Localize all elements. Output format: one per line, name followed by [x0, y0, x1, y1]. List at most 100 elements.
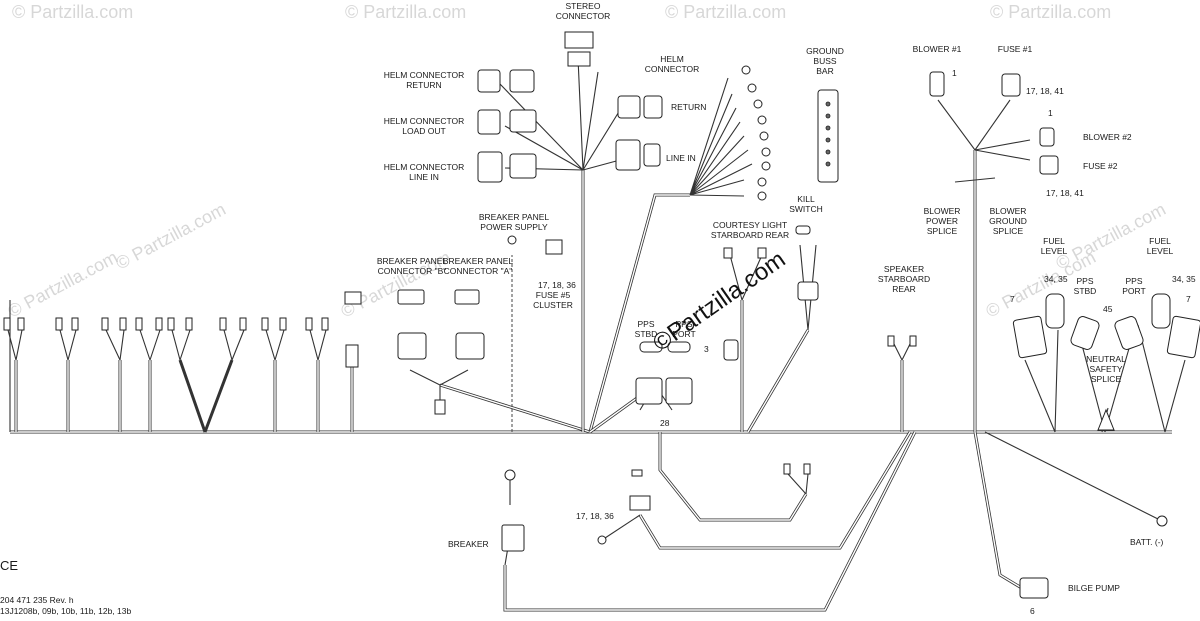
ground-buss-label-2: BUSS [813, 56, 836, 66]
return-label: RETURN [671, 102, 706, 112]
watermark-text: © Partzilla.com [990, 2, 1111, 22]
breaker-ring-terminal-icon [504, 469, 516, 481]
blower-ground-splice-label-1: BLOWER [990, 206, 1027, 216]
courtesy-light-pin [723, 247, 733, 259]
pps-stbd-label-2: STBD [635, 329, 658, 339]
left-branch-wires [7, 329, 354, 433]
pps-stbd-mate [635, 377, 663, 405]
stereo-connector-mate [567, 51, 591, 67]
speaker-label-3: REAR [892, 284, 916, 294]
blower2-label: BLOWER #2 [1083, 132, 1132, 142]
watermark-text: © Partzilla.com [665, 2, 786, 22]
lower-fuse-ref: 17, 18, 36 [576, 511, 614, 521]
speaker-label-2: STARBOARD [878, 274, 930, 284]
pps-pair-ref: 45 [1103, 304, 1113, 314]
blower2-ref: 1 [1048, 108, 1053, 118]
kill-switch-label-2: SWITCH [789, 204, 823, 214]
main-harness [7, 57, 1186, 612]
helm-right-return-connector [617, 95, 641, 119]
lower-fuse-holder [629, 495, 651, 511]
pps-port-mate [665, 377, 693, 405]
ground-buss-label-1: GROUND [806, 46, 844, 56]
kill-switch-label-1: KILL [797, 194, 815, 204]
courtesy-light-label-2: STARBOARD REAR [711, 230, 789, 240]
fuel-level-sender-right [1166, 315, 1200, 359]
bilge-ref: 6 [1030, 606, 1035, 616]
helm-connector-label-1: HELM [660, 54, 684, 64]
part-number: 204 471 235 Rev. h [0, 595, 74, 605]
fuse5-ref: 17, 18, 36 [538, 280, 576, 290]
ce-label: CE [0, 558, 18, 573]
fuel-right-7: 7 [1186, 294, 1191, 304]
breaker-power-supply-label-2: POWER SUPPLY [480, 222, 548, 232]
helm-right-linein-mate [643, 143, 661, 167]
helm-return-connector [477, 69, 501, 93]
courtesy-light-label-1: COURTESY LIGHT [713, 220, 787, 230]
helm-linein-label-2: LINE IN [409, 172, 439, 182]
connector-shapes [3, 31, 1200, 599]
fuse5-label-1: FUSE #5 [536, 290, 571, 300]
batt-label: BATT. (-) [1130, 537, 1164, 547]
neutral-splice-label-2: SAFETY [1089, 364, 1122, 374]
connector-pin-group [3, 291, 362, 368]
watermark-text: © Partzilla.com [4, 247, 120, 322]
small-plug [434, 399, 446, 415]
fuse2-label: FUSE #2 [1083, 161, 1118, 171]
breaker-b-label-1: BREAKER PANEL [377, 256, 448, 266]
watermark-text: © Partzilla.com [12, 2, 133, 22]
fuel-level-connector-left [1045, 293, 1065, 329]
fuel-level-right-label-1: FUEL [1149, 236, 1171, 246]
stereo-connector-label-2: CONNECTOR [556, 11, 611, 21]
blower-ground-splice-label-2: GROUND [989, 216, 1027, 226]
breaker-connector-a [454, 289, 480, 305]
pps-stbd-label-1: PPS [637, 319, 654, 329]
battery-ring-terminal-icon [1156, 515, 1168, 527]
watermark-layer: © Partzilla.com © Partzilla.com © Partzi… [4, 2, 1168, 322]
fuel-level-sender-left [1012, 315, 1048, 359]
bottom-pin [803, 463, 811, 475]
helm-connector-label-2: CONNECTOR [645, 64, 700, 74]
helm-loadout-mate [509, 109, 537, 133]
speaker-label-1: SPEAKER [884, 264, 924, 274]
breaker-a-label-1: BREAKER PANEL [443, 256, 514, 266]
helm-right-linein-connector [615, 139, 641, 171]
kill-switch-connector [795, 225, 811, 235]
pps-port-connector [667, 341, 691, 353]
ring-terminal-icon [507, 235, 517, 245]
watermark-center: ©Partzilla.com [648, 246, 791, 357]
blower-power-splice-label-2: POWER [926, 216, 958, 226]
blower-power-splice-label-3: SPLICE [927, 226, 958, 236]
helm-linein-connector [477, 151, 503, 183]
fuel-left-ref: 34, 35 [1044, 274, 1068, 284]
watermark-text: © Partzilla.com [345, 2, 466, 22]
fuel-level-right-label-2: LEVEL [1147, 246, 1174, 256]
fuse5-label-2: CLUSTER [533, 300, 573, 310]
breaker-body [501, 524, 525, 552]
watermark-text: © Partzilla.com [112, 199, 228, 274]
fuel-right-ref: 34, 35 [1172, 274, 1196, 284]
blower2-connector [1039, 127, 1055, 147]
lower-ring-terminal-icon [597, 535, 607, 545]
breaker-a-label-2: CONNECTOR "A" [444, 266, 513, 276]
neutral-splice-icon [1097, 408, 1115, 431]
ground-buss-bar [817, 89, 839, 183]
line-in-label: LINE IN [666, 153, 696, 163]
footer: 204 471 235 Rev. h 13J1208b, 09b, 10b, 1… [0, 595, 132, 616]
helm-return-label-1: HELM CONNECTOR [384, 70, 465, 80]
helm-loadout-label-1: HELM CONNECTOR [384, 116, 465, 126]
breaker-power-supply-label-1: BREAKER PANEL [479, 212, 550, 222]
breaker-connector-b [397, 289, 425, 305]
fuse5-holder [545, 239, 563, 255]
labels: STEREO CONNECTOR HELM CONNECTOR RETURN L… [0, 1, 1174, 593]
helm-right-return-mate [643, 95, 663, 119]
pps-stbd-right-label-1: PPS [1076, 276, 1093, 286]
helm-linein-label-1: HELM CONNECTOR [384, 162, 465, 172]
fuse2-ref: 17, 18, 41 [1046, 188, 1084, 198]
bilge-pump-connector [1019, 577, 1049, 599]
helm-linein-mate [509, 153, 537, 179]
breaker-connector-b-mate [397, 332, 427, 360]
speaker-pin [887, 335, 895, 347]
bilge-pump-label: BILGE PUMP [1068, 583, 1120, 593]
fuse1-ref: 17, 18, 41 [1026, 86, 1064, 96]
